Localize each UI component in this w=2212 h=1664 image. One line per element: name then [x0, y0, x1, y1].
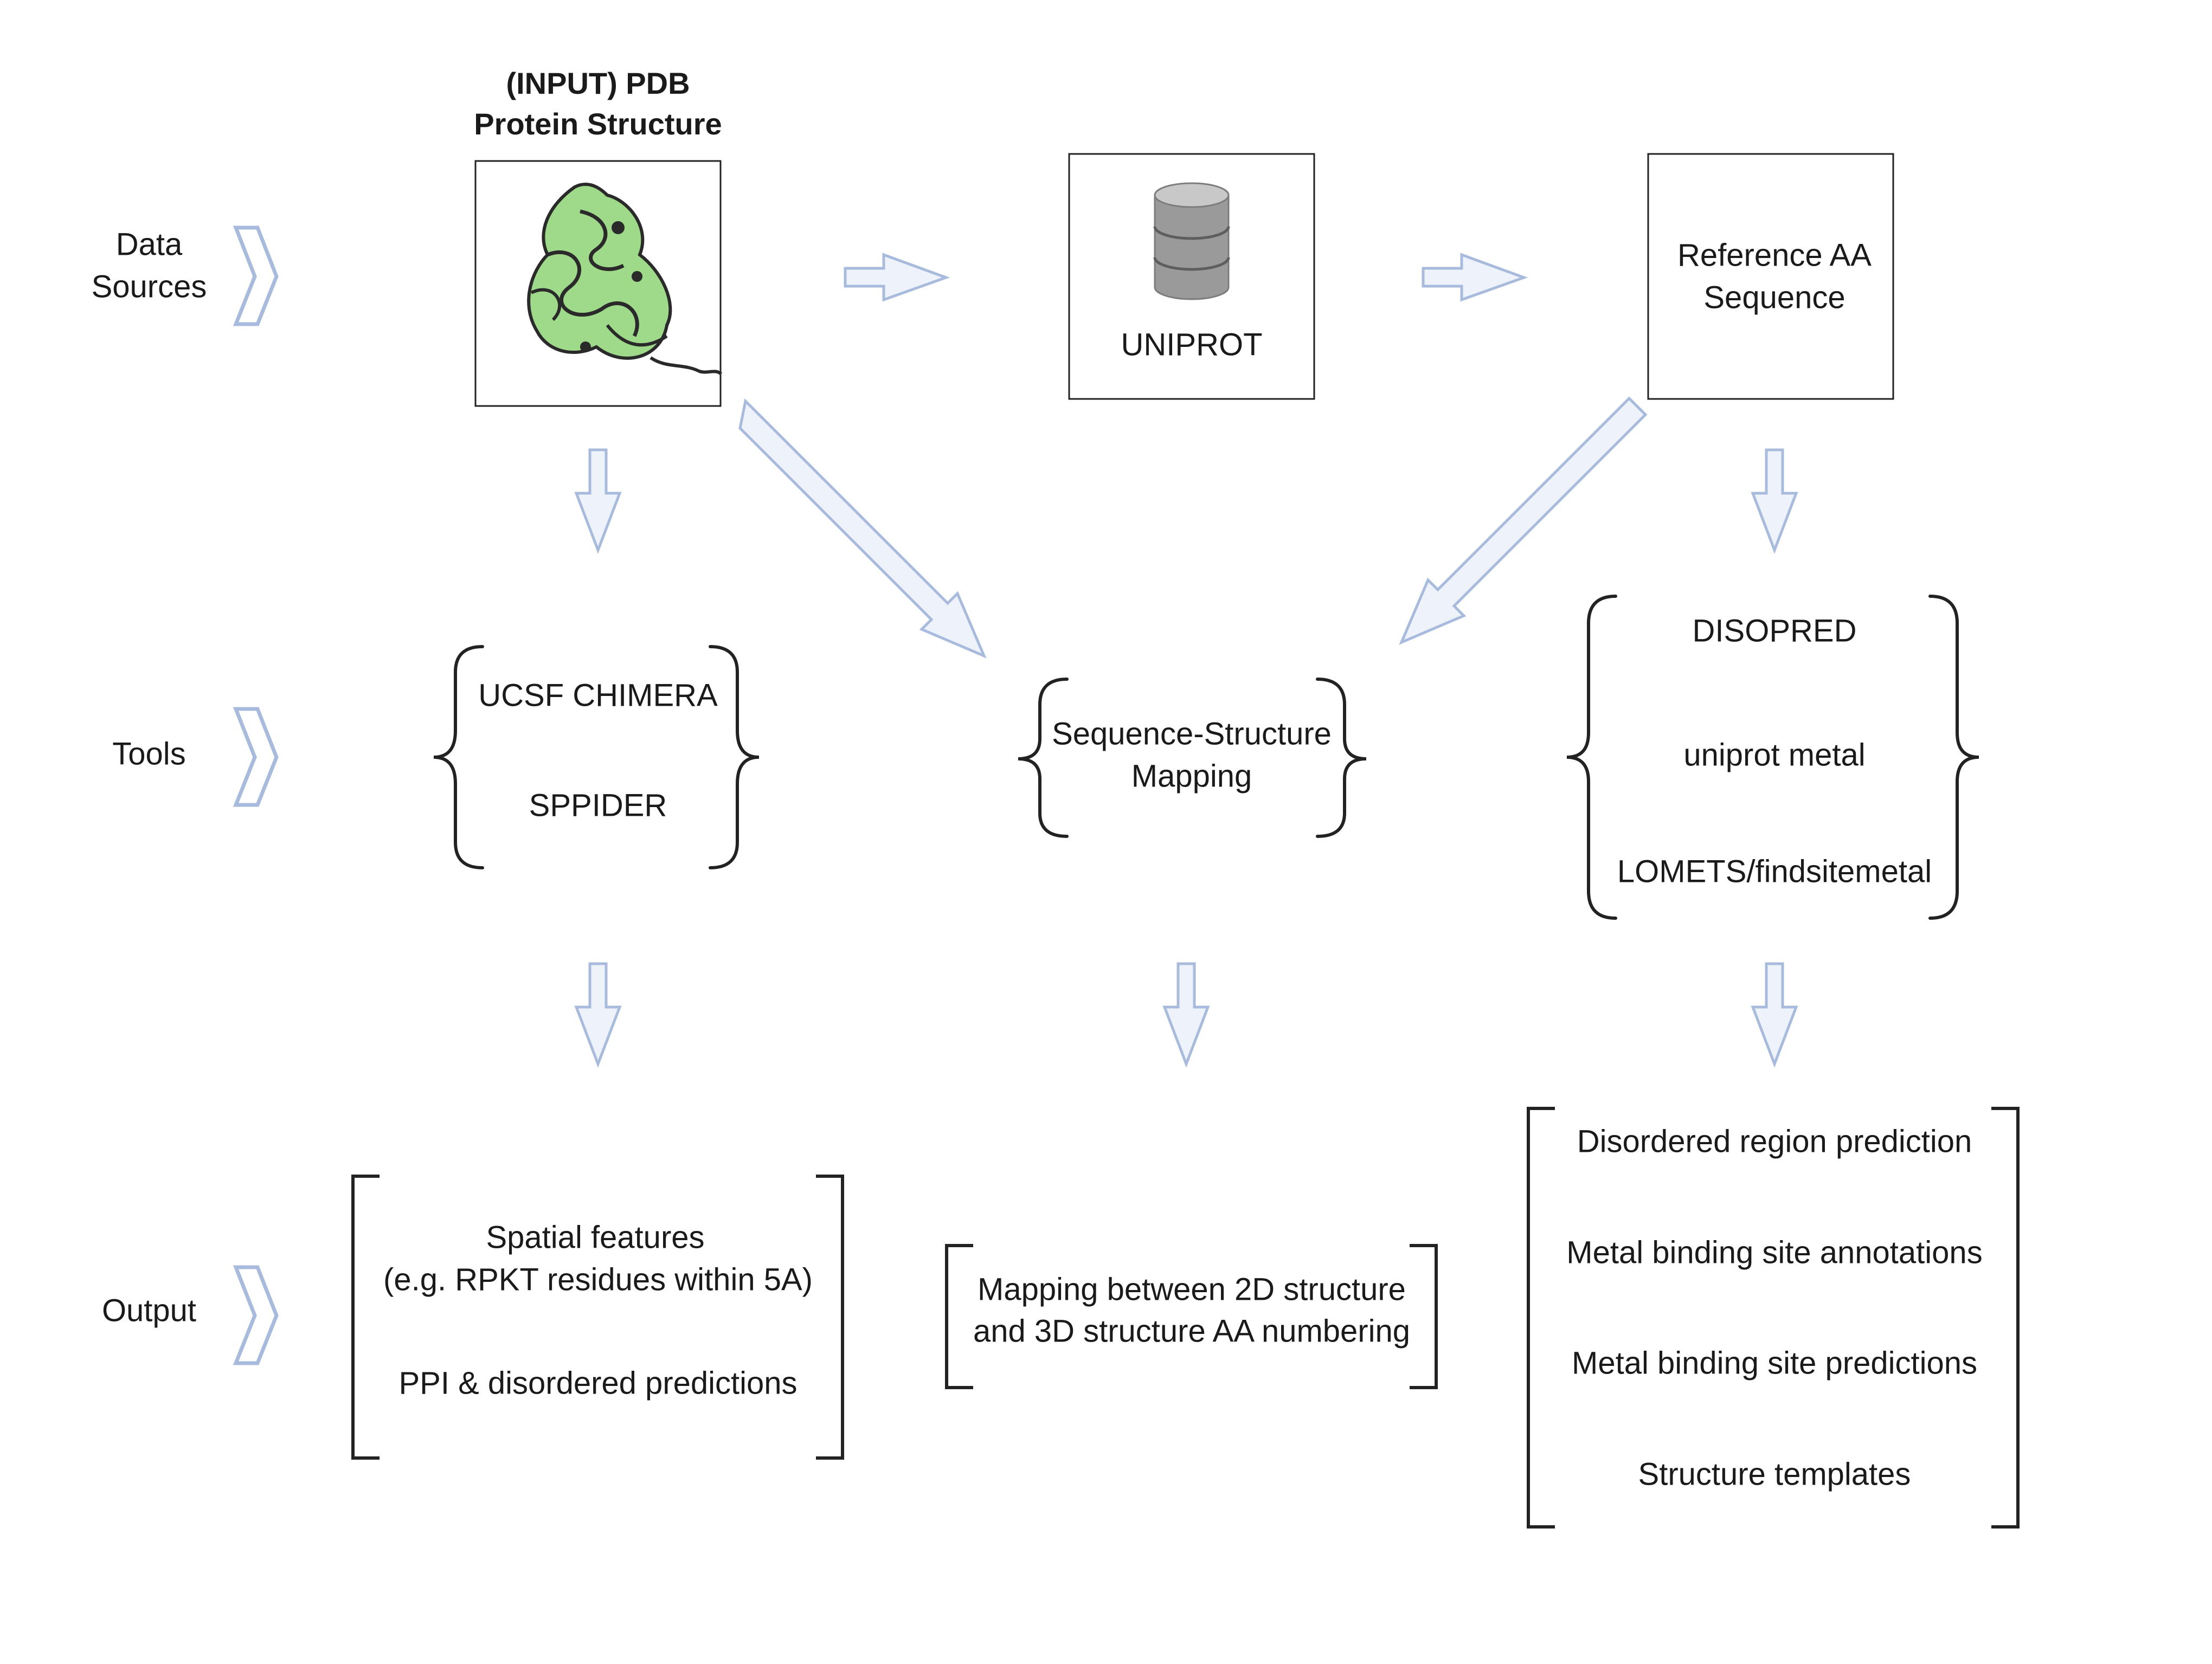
tool-uniprot-metal: uniprot metal	[1683, 737, 1865, 772]
row-label-tools: Tools	[112, 736, 185, 771]
input-title-line2: Protein Structure	[474, 107, 722, 141]
output-metal-binding-annotations: Metal binding site annotations	[1566, 1235, 1982, 1270]
row-label-data-sources-line1: Data	[116, 227, 183, 262]
row-label-data-sources-line2: Sources	[92, 269, 207, 304]
tool-lomets-findsitemetal: LOMETS/findsitemetal	[1617, 854, 1932, 889]
arrow-input-to-uniprot	[844, 253, 950, 302]
row-label-data-sources: Data Sources	[92, 227, 207, 304]
arrow-input-to-mapping	[738, 398, 987, 659]
tool-sequence-structure-mapping-line1: Sequence-Structure	[1052, 716, 1332, 751]
tool-ucsf-chimera: UCSF CHIMERA	[478, 678, 718, 713]
tools-left-brace-group: UCSF CHIMERA SPPIDER	[433, 645, 760, 869]
output-disordered-region-prediction: Disordered region prediction	[1577, 1124, 1972, 1159]
output-ppi-disordered-predictions: PPI & disordered predictions	[398, 1365, 797, 1401]
output-structure-templates: Structure templates	[1638, 1456, 1911, 1492]
arrow-tools-left-to-output	[574, 962, 622, 1068]
arrow-tools-middle-to-output	[1162, 962, 1210, 1068]
tool-sequence-structure-mapping-line2: Mapping	[1131, 758, 1252, 794]
tool-sppider: SPPIDER	[529, 788, 667, 823]
output-metal-binding-predictions: Metal binding site predictions	[1572, 1345, 1977, 1381]
database-icon	[1153, 182, 1230, 300]
uniprot-label: UNIPROT	[1121, 327, 1263, 362]
arrow-tools-right-to-output	[1751, 962, 1798, 1068]
input-title-line1: (INPUT) PDB	[506, 66, 690, 100]
output-left-bracket-group: Spatial features (e.g. RPKT residues wit…	[351, 1175, 844, 1460]
reference-sequence-label-line2: Sequence	[1703, 280, 1845, 315]
chevron-tools-icon	[233, 707, 279, 807]
tools-middle-brace-group: Sequence-Structure Mapping	[1018, 678, 1367, 838]
protein-structure-icon	[527, 183, 723, 376]
arrow-uniprot-to-reference	[1422, 253, 1528, 302]
output-mapping-line2: and 3D structure AA numbering	[973, 1313, 1410, 1349]
reference-sequence-box	[1647, 153, 1894, 400]
output-spatial-features: Spatial features	[486, 1220, 704, 1255]
reference-sequence-label-line1: Reference AA	[1677, 237, 1872, 273]
tools-right-brace-group: DISOPRED uniprot metal LOMETS/findsiteme…	[1566, 595, 1979, 920]
output-mapping-line1: Mapping between 2D structure	[978, 1272, 1406, 1307]
arrow-reference-to-tools	[1751, 448, 1798, 554]
chevron-output-icon	[233, 1265, 279, 1365]
output-spatial-features-example: (e.g. RPKT residues within 5A)	[383, 1262, 813, 1297]
tool-disopred: DISOPRED	[1693, 613, 1857, 648]
row-label-output: Output	[102, 1293, 196, 1328]
output-right-bracket-group: Disordered region prediction Metal bindi…	[1527, 1107, 2020, 1528]
arrow-reference-to-mapping	[1399, 396, 1648, 645]
arrow-input-to-tools	[574, 448, 622, 554]
chevron-data-sources-icon	[233, 225, 279, 326]
output-middle-bracket-group: Mapping between 2D structure and 3D stru…	[945, 1244, 1438, 1389]
